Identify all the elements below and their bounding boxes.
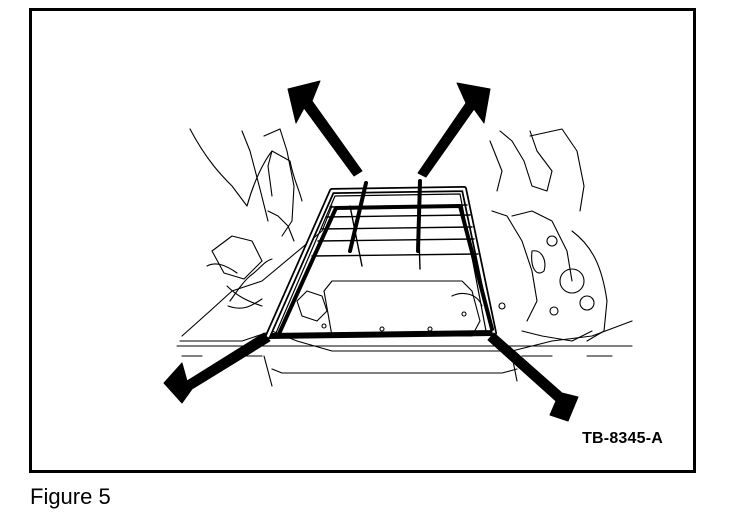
seat-wire-frame <box>265 179 497 339</box>
arrow-top-left-icon <box>287 80 363 177</box>
wiring-harness <box>229 258 273 302</box>
arrow-top-right-icon <box>417 82 491 178</box>
left-seat-outline <box>189 128 303 207</box>
right-seat-outline <box>499 130 553 192</box>
floor-pan <box>181 205 333 337</box>
arrow-bottom-left-icon <box>163 332 271 404</box>
reference-code: TB-8345-A <box>582 430 663 447</box>
figure-caption: Figure 5 <box>30 484 111 509</box>
seat-plate <box>323 280 481 337</box>
callout-arrows <box>163 80 579 422</box>
seat-track <box>263 355 518 387</box>
figure-frame: TB-8345-A <box>29 8 696 473</box>
arrow-bottom-right-icon <box>487 332 579 422</box>
seat-frame-illustration <box>163 80 633 422</box>
